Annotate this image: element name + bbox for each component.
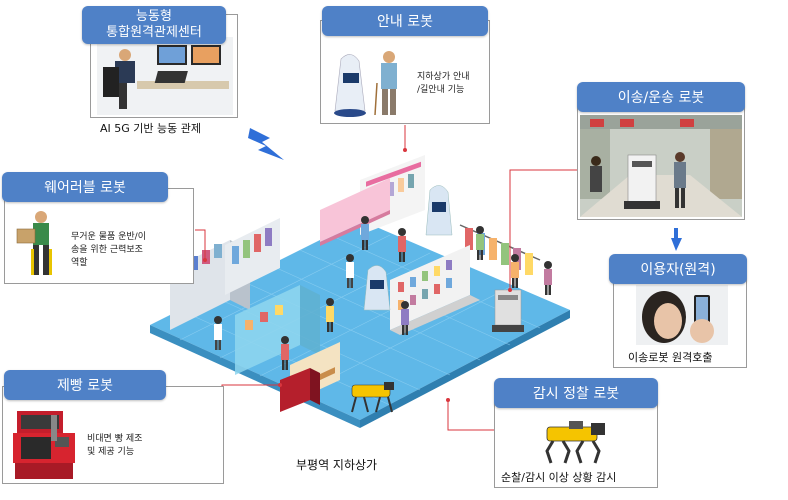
transport-robot-title: 이송/운송 로봇 [617, 90, 705, 106]
wearable-robot-card: 무거운 물품 운반/이 송을 위한 근력보조 역할 [4, 188, 194, 284]
wearable-robot-header: 웨어러블 로봇 [2, 172, 168, 202]
mall-transport-robot [492, 289, 524, 332]
control-center-title-line1: 능동형 [136, 9, 172, 24]
remote-user-caption: 이송로봇 원격호출 [628, 351, 713, 364]
bakery-robot-desc-line1: 비대면 빵 제조 [87, 434, 143, 444]
connector-bakery [221, 384, 280, 430]
mall-floor-edge-left [150, 325, 360, 428]
patrol-robot-caption: 순찰/감시 이상 상황 감시 [501, 471, 617, 484]
wearable-robot-desc-line2: 송을 위한 근력보조 [71, 245, 143, 255]
guide-robot-desc: 지하상가 안내 /길안내 기능 [417, 71, 470, 97]
shelf-left-2 [225, 218, 280, 295]
bakery-robot-title: 제빵 로봇 [57, 378, 113, 394]
patrol-robot-title: 감시 정찰 로봇 [532, 386, 620, 402]
shelf-pink [320, 178, 390, 246]
guide-robot-header: 안내 로봇 [322, 6, 488, 36]
transport-robot-image [580, 115, 742, 217]
bakery-robot-desc: 비대면 빵 제조 및 제공 기능 [87, 433, 142, 459]
guide-robot-card: 지하상가 안내 /길안내 기능 [320, 20, 490, 124]
patrol-robot-card: 순찰/감시 이상 상황 감시 [494, 392, 658, 488]
bakery-stall [280, 342, 340, 412]
mall-patrol-robot [351, 382, 394, 413]
shelf-island [390, 245, 480, 335]
control-operator-image [97, 37, 233, 115]
patrol-robot-header: 감시 정찰 로봇 [494, 378, 658, 408]
remote-user-card: 이송로봇 원격호출 [613, 268, 747, 368]
connector-transport [509, 169, 577, 290]
lightning-bolt-icon [248, 128, 284, 160]
arrow-up-icon [671, 228, 682, 251]
guide-robot-desc-line2: /길안내 기능 [417, 85, 465, 95]
transport-robot-header: 이송/운송 로봇 [577, 82, 745, 112]
guide-robot-desc-line1: 지하상가 안내 [417, 72, 470, 82]
guide-robot-title: 안내 로봇 [377, 14, 433, 30]
bakery-robot-card: 비대면 빵 제조 및 제공 기능 [2, 386, 224, 484]
wearable-robot-image [16, 211, 52, 275]
wearable-robot-desc-line3: 역할 [71, 258, 88, 268]
guide-robot-image [334, 51, 397, 117]
remote-user-image [636, 285, 728, 345]
wearable-robot-desc: 무거운 물품 운반/이 송을 위한 근력보조 역할 [71, 231, 146, 270]
connector-wearable [195, 229, 206, 260]
bakery-robot-image [13, 411, 75, 479]
center-label: 부평역 지하상가 [296, 458, 378, 472]
remote-user-title: 이용자(원격) [640, 262, 716, 278]
bakery-robot-header: 제빵 로봇 [4, 370, 166, 400]
mall-guide-robot [363, 185, 453, 311]
remote-user-header: 이용자(원격) [609, 254, 747, 284]
bakery-robot-desc-line2: 및 제공 기능 [87, 447, 135, 457]
wearable-robot-desc-line1: 무거운 물품 운반/이 [71, 232, 146, 242]
control-center-header: 능동형 통합원격관제센터 [82, 6, 226, 44]
control-center-caption: AI 5G 기반 능동 관제 [100, 122, 201, 135]
mall-floor-edge-right [360, 310, 570, 428]
transport-robot-card [577, 96, 745, 220]
shoppers [214, 216, 552, 370]
wearable-robot-title: 웨어러블 로봇 [44, 180, 126, 196]
control-center-title-line2: 통합원격관제센터 [106, 25, 202, 40]
patrol-robot-image [545, 421, 605, 464]
connector-patrol [447, 400, 494, 431]
